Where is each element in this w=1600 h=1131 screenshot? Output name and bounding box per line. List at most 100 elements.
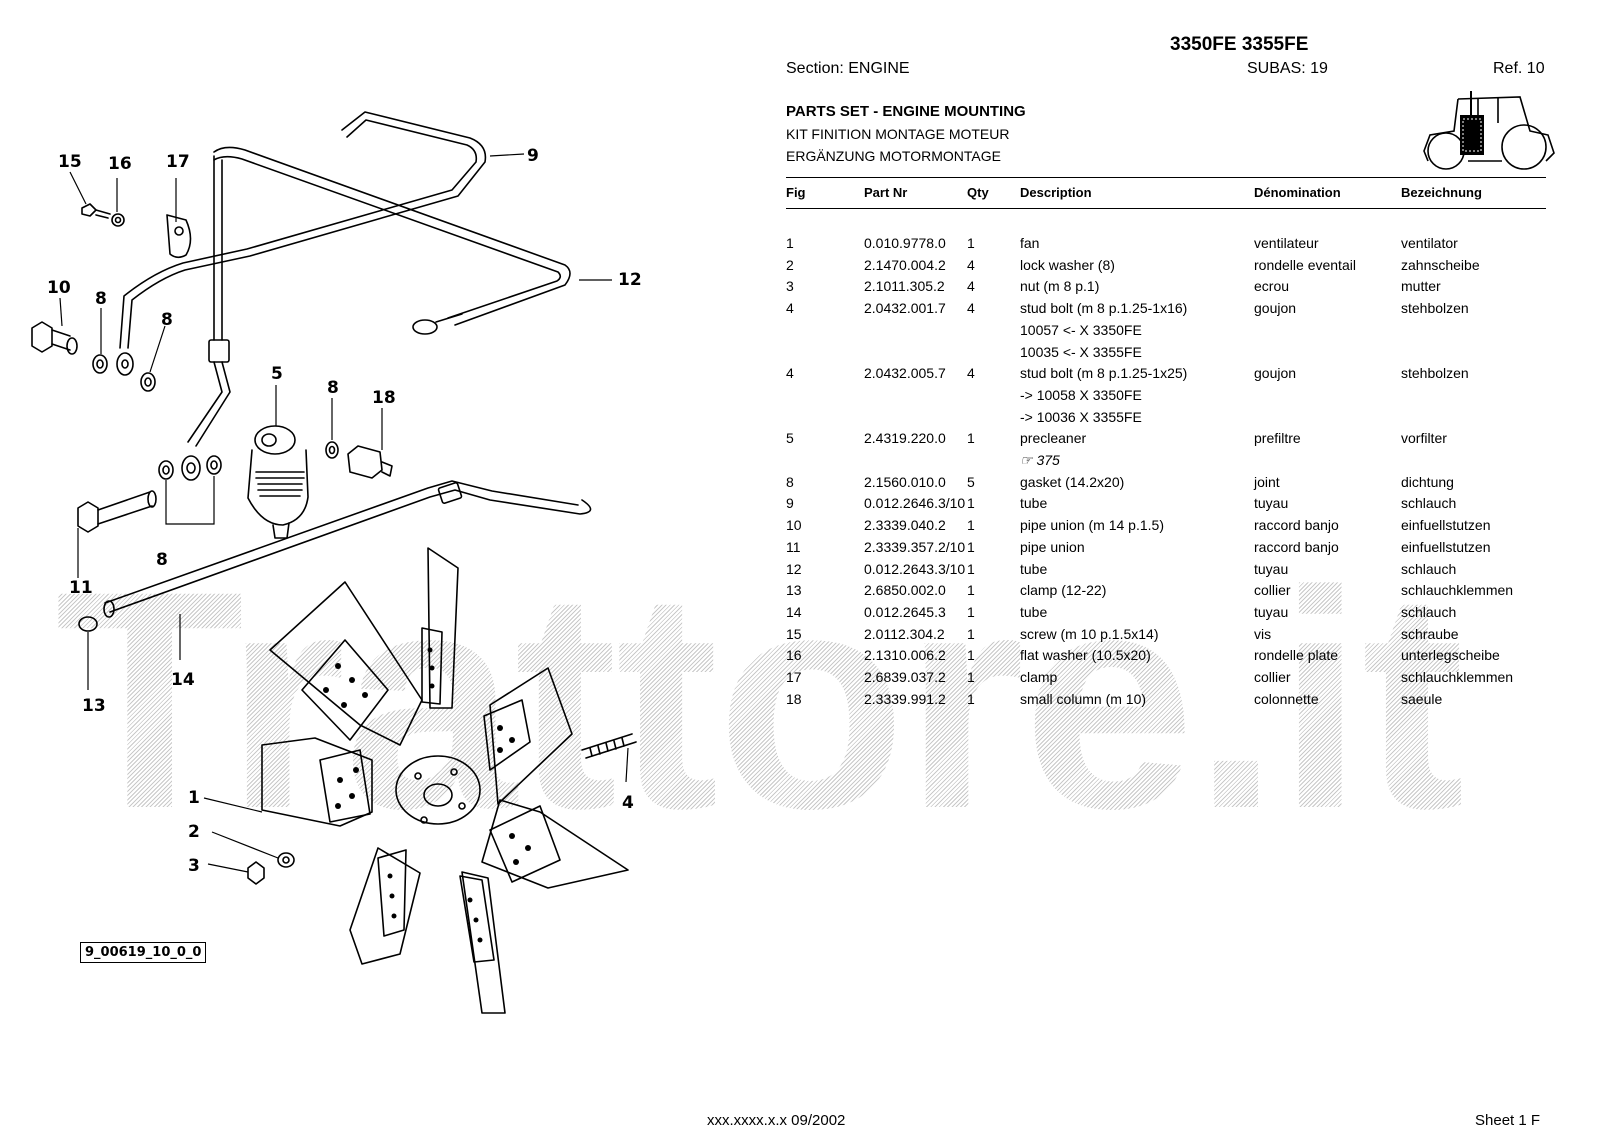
col-part-nr: Part Nr xyxy=(864,185,908,200)
callout-1: 1 xyxy=(188,788,200,808)
section-label: Section: ENGINE xyxy=(786,60,910,77)
table-row: 1 0.010.9778.0 1 fan ventilateur ventila… xyxy=(786,235,1546,257)
cell-part-nr: 2.4319.220.0 xyxy=(864,430,946,447)
tractor-icon xyxy=(1423,91,1555,170)
callout-10: 10 xyxy=(47,278,71,298)
cell-part-nr: 2.3339.991.2 xyxy=(864,690,946,707)
cell-part-nr: 2.0432.005.7 xyxy=(864,365,946,382)
cell-part-nr: 2.3339.357.2/10 xyxy=(864,538,966,555)
cell-denomination: rondelle eventail xyxy=(1254,256,1356,273)
callout-8-b: 8 xyxy=(161,310,173,330)
cell-denomination: tuyau xyxy=(1254,495,1289,512)
cell-description: lock washer (8) xyxy=(1020,256,1115,273)
cell-description: stud bolt (m 8 p.1.25-1x25) xyxy=(1020,365,1188,382)
cell-description: 10057 <- X 3350FE xyxy=(1020,321,1142,338)
table-row: 15 2.0112.304.2 1 screw (m 10 p.1.5x14) … xyxy=(786,626,1546,648)
table-row: 4 2.0432.001.7 4 stud bolt (m 8 p.1.25-1… xyxy=(786,300,1546,322)
cell-fig: 13 xyxy=(786,582,802,599)
exploded-parts-diagram xyxy=(31,111,637,1014)
callout-4: 4 xyxy=(622,793,634,813)
title-french: KIT FINITION MONTAGE MOTEUR xyxy=(786,126,1010,142)
cell-part-nr: 0.012.2643.3/10 xyxy=(864,560,966,577)
cell-description: -> 10036 X 3355FE xyxy=(1020,408,1142,425)
cell-description: flat washer (10.5x20) xyxy=(1020,647,1151,664)
table-row: 14 0.012.2645.3 1 tube tuyau schlauch xyxy=(786,604,1546,626)
callout-3: 3 xyxy=(188,856,200,876)
table-row: 12 0.012.2643.3/10 1 tube tuyau schlauch xyxy=(786,561,1546,583)
cell-qty: 1 xyxy=(967,582,975,599)
cell-description: fan xyxy=(1020,235,1040,251)
ref-label: Ref. 10 xyxy=(1493,60,1545,77)
table-row: 10057 <- X 3350FE xyxy=(786,322,1546,344)
cell-qty: 1 xyxy=(967,603,975,620)
table-row: 11 2.3339.357.2/10 1 pipe union raccord … xyxy=(786,539,1546,561)
cell-bezeichnung: zahnscheibe xyxy=(1401,256,1480,273)
cell-description: pipe union (m 14 p.1.5) xyxy=(1020,517,1164,534)
table-row: -> 10036 X 3355FE xyxy=(786,409,1546,431)
cell-fig: 8 xyxy=(786,473,794,490)
cell-fig: 5 xyxy=(786,430,794,447)
cell-bezeichnung: schraube xyxy=(1401,625,1459,642)
cell-description: small column (m 10) xyxy=(1020,690,1147,707)
cell-qty: 1 xyxy=(967,690,975,707)
cell-qty: 1 xyxy=(967,647,975,664)
callout-12: 12 xyxy=(618,270,642,290)
table-row: 16 2.1310.006.2 1 flat washer (10.5x20) … xyxy=(786,647,1546,669)
cell-qty: 4 xyxy=(967,300,975,317)
footer-sheet: Sheet 1 F xyxy=(1475,1112,1541,1129)
cell-denomination: goujon xyxy=(1254,300,1297,317)
cell-bezeichnung: einfuellstutzen xyxy=(1401,538,1491,555)
cell-fig: 12 xyxy=(786,560,802,577)
cell-description: tube xyxy=(1020,495,1048,512)
title-english: PARTS SET - ENGINE MOUNTING xyxy=(786,103,1026,120)
cell-fig: 15 xyxy=(786,625,802,642)
col-fig: Fig xyxy=(786,185,806,200)
cell-bezeichnung: schlauchklemmen xyxy=(1401,582,1514,599)
cell-bezeichnung: schlauch xyxy=(1401,603,1457,620)
col-denomination: Dénomination xyxy=(1254,185,1341,200)
callout-2: 2 xyxy=(188,822,200,842)
cell-description: tube xyxy=(1020,560,1048,577)
cell-part-nr: 0.012.2645.3 xyxy=(864,603,946,620)
cell-qty: 1 xyxy=(967,560,975,577)
cell-denomination: raccord banjo xyxy=(1254,517,1339,534)
title-german: ERGÄNZUNG MOTORMONTAGE xyxy=(786,148,1001,164)
parts-table-header: Fig Part Nr Qty Description Dénomination… xyxy=(786,177,1546,209)
callout-16: 16 xyxy=(108,154,132,174)
cell-denomination: goujon xyxy=(1254,365,1297,382)
cell-part-nr: 2.6839.037.2 xyxy=(864,669,946,685)
cell-denomination: tuyau xyxy=(1254,560,1289,577)
cell-bezeichnung: vorfilter xyxy=(1401,430,1447,447)
cell-qty: 4 xyxy=(967,365,975,382)
cell-part-nr: 2.0112.304.2 xyxy=(864,625,945,642)
callout-17: 17 xyxy=(166,152,190,172)
callout-9: 9 xyxy=(527,146,539,166)
cell-description: -> 10058 X 3350FE xyxy=(1020,386,1142,403)
cell-fig: 11 xyxy=(786,538,801,555)
cell-bezeichnung: dichtung xyxy=(1401,473,1454,490)
cell-qty: 1 xyxy=(967,495,975,512)
cell-fig: 16 xyxy=(786,647,802,664)
col-qty: Qty xyxy=(967,185,989,200)
callout-15: 15 xyxy=(58,152,82,172)
cell-denomination: prefiltre xyxy=(1254,430,1301,447)
col-description: Description xyxy=(1020,185,1092,200)
cell-bezeichnung: mutter xyxy=(1401,278,1441,295)
table-row: 8 2.1560.010.0 5 gasket (14.2x20) joint … xyxy=(786,474,1546,496)
cell-fig: 4 xyxy=(786,365,794,382)
cell-qty: 4 xyxy=(967,278,975,295)
cell-bezeichnung: unterlegscheibe xyxy=(1401,647,1500,664)
callout-5: 5 xyxy=(271,364,283,384)
cell-qty: 5 xyxy=(967,473,975,490)
table-row: 2 2.1470.004.2 4 lock washer (8) rondell… xyxy=(786,257,1546,279)
cell-qty: 1 xyxy=(967,669,975,685)
cell-denomination: colonnette xyxy=(1254,690,1319,707)
cell-denomination: rondelle plate xyxy=(1254,647,1339,664)
cell-bezeichnung: schlauch xyxy=(1401,560,1457,577)
cell-description: ☞ 375 xyxy=(1020,452,1060,468)
cell-description: gasket (14.2x20) xyxy=(1020,473,1125,490)
cell-description: clamp (12-22) xyxy=(1020,582,1107,599)
callout-18: 18 xyxy=(372,388,396,408)
table-row: 4 2.0432.005.7 4 stud bolt (m 8 p.1.25-1… xyxy=(786,365,1546,387)
col-bezeichnung: Bezeichnung xyxy=(1401,185,1482,200)
